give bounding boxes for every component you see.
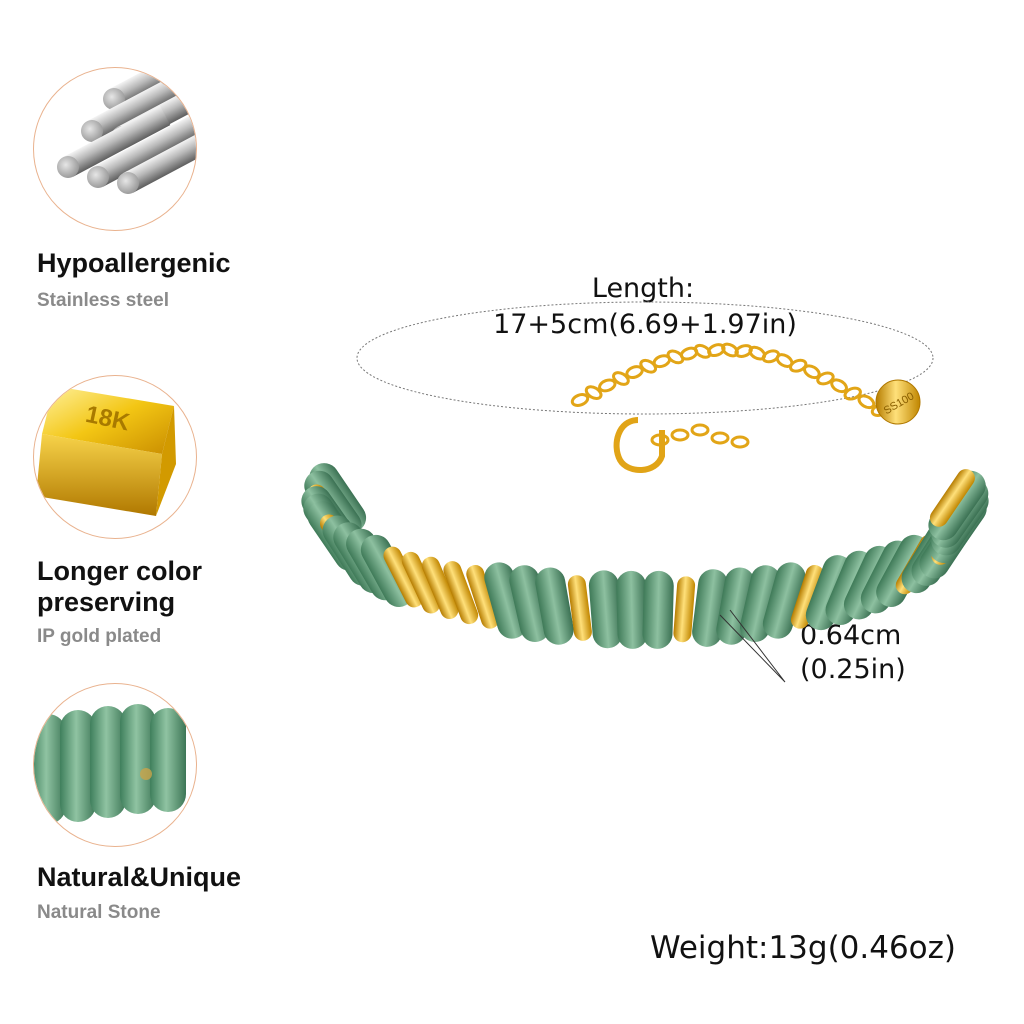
chain-link <box>830 378 848 394</box>
bead-size-guide-lines <box>719 609 786 683</box>
lobster-clasp <box>613 417 665 473</box>
bead-strand <box>301 463 989 649</box>
feature-image-gold: 18K <box>33 375 197 539</box>
chain-link <box>857 394 876 410</box>
bead-size-in: (0.25in) <box>800 654 906 685</box>
chain-link <box>730 435 750 449</box>
chain-link <box>761 349 781 364</box>
length-value: 17+5cm(6.69+1.97in) <box>493 309 797 340</box>
chain-link <box>670 428 690 442</box>
gold-spacer-bead <box>401 551 441 614</box>
gold-spacer-bead <box>421 556 459 620</box>
gold-spacer-bead <box>383 546 424 608</box>
extension-chain <box>570 342 890 449</box>
aventurine-bead <box>535 567 574 645</box>
feature-subtitle-stone: Natural Stone <box>37 902 161 923</box>
feature-title-color-line1: Longer color <box>37 556 203 586</box>
chain-link <box>690 423 710 437</box>
length-guide-ellipse <box>356 301 934 415</box>
feature-image-stone <box>33 683 197 847</box>
chain-link <box>666 349 685 365</box>
chain-link <box>788 358 808 373</box>
gold-bar-icon: 18K <box>36 386 176 516</box>
chain-link <box>584 385 603 401</box>
length-label: Length: <box>591 273 695 304</box>
steel-rods-icon <box>57 68 196 194</box>
feature-subtitle-gold: IP gold plated <box>37 626 162 647</box>
aventurine-bead <box>762 562 806 639</box>
feature-title-color: Longer color preserving <box>37 556 202 618</box>
feature-title-color-line2: preserving <box>37 587 176 617</box>
feature-image-steel <box>33 67 197 231</box>
chain-link <box>570 393 590 407</box>
chain-link <box>710 431 730 445</box>
chain-link <box>843 386 862 401</box>
weight-label: Weight:13g(0.46oz) <box>650 930 957 966</box>
chain-link <box>612 371 630 386</box>
chain-link <box>816 371 835 386</box>
bracelet-image: SS100 <box>300 270 1024 710</box>
gold-spacer-bead <box>567 575 592 641</box>
gold-spacer-bead <box>790 565 824 629</box>
aventurine-bead <box>616 570 648 649</box>
feature-title-hypoallergenic: Hypoallergenic <box>37 248 231 278</box>
green-stone-beads-icon <box>34 704 186 824</box>
gold-spacer-bead <box>466 565 500 629</box>
logo-tag <box>875 379 921 425</box>
feature-title-natural: Natural&Unique <box>37 862 242 892</box>
chain-link <box>639 358 658 374</box>
aventurine-bead <box>588 570 623 649</box>
gold-spacer-bead <box>673 576 696 643</box>
chain-link <box>598 378 617 393</box>
aventurine-bead <box>484 562 528 639</box>
aventurine-bead <box>642 570 674 649</box>
bracelet-illustration: SS100 <box>301 301 989 683</box>
gold-spacer-bead <box>443 561 479 625</box>
gold-spacer-bead <box>929 469 975 527</box>
feature-subtitle-steel: Stainless steel <box>37 290 170 311</box>
